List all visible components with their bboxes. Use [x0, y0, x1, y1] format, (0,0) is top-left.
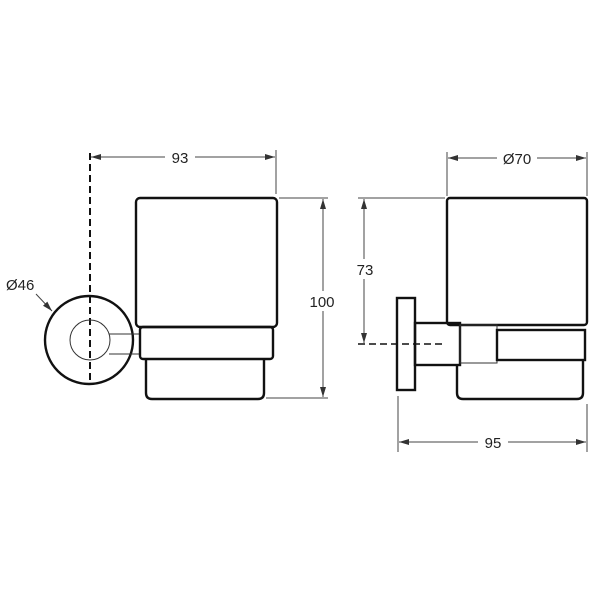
collar: [459, 324, 498, 364]
holder-base: [455, 360, 585, 401]
arm-section: [69, 319, 111, 361]
right-view: Ø70 73 95: [352, 149, 589, 452]
cup: [445, 196, 589, 327]
dim-73-label: 73: [357, 262, 374, 279]
holder-band: [495, 328, 587, 362]
dim-46-leader: [35, 293, 53, 312]
dim-95-label: 95: [485, 435, 502, 452]
dim-46-label: Ø46: [6, 277, 34, 294]
left-view: 93 100 Ø46: [6, 148, 338, 401]
holder-base: [144, 359, 266, 401]
dim-70-label: Ø70: [503, 151, 531, 168]
holder-band: [138, 325, 275, 361]
dim-93-label: 93: [172, 150, 189, 167]
cup: [134, 196, 279, 329]
dim-100-label: 100: [309, 294, 334, 311]
